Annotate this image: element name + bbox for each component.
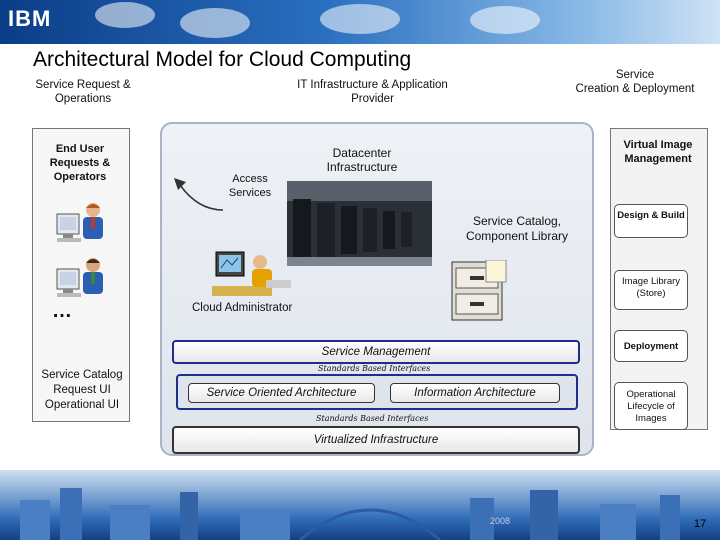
footer-year: 2008 bbox=[490, 516, 511, 526]
service-request-box bbox=[32, 128, 130, 422]
end-user-label: End User Requests & Operators bbox=[49, 143, 111, 183]
header-service-creation: Service Creation & Deployment bbox=[565, 68, 705, 96]
service-catalog-label: Service Catalog, Component Library bbox=[465, 214, 569, 243]
arrow-icon bbox=[174, 178, 224, 211]
header-service-creation-line1: Service bbox=[615, 69, 655, 81]
page-title: Architectural Model for Cloud Computing bbox=[33, 48, 412, 71]
header-service-creation-line2: Creation & Deployment bbox=[575, 83, 695, 95]
filing-cabinet-icon bbox=[450, 259, 510, 322]
standards-interfaces-top: Standards Based Interfaces bbox=[318, 364, 431, 373]
virtualized-infrastructure-bar: Virtualized Infrastructure bbox=[172, 426, 580, 454]
user-computer-icon bbox=[55, 200, 110, 250]
more-users-ellipsis: … bbox=[52, 300, 72, 322]
datacenter-image bbox=[287, 181, 432, 266]
cloud-decoration bbox=[95, 2, 155, 28]
cloud-decoration bbox=[320, 4, 400, 34]
access-services-label: Access Services bbox=[228, 173, 272, 199]
page-number: 17 bbox=[694, 518, 707, 530]
information-architecture-label: Information Architecture bbox=[414, 387, 536, 399]
cloud-administrator-icon bbox=[212, 250, 297, 300]
information-architecture-bar: Information Architecture bbox=[390, 383, 560, 403]
virtualized-infrastructure-label: Virtualized Infrastructure bbox=[313, 434, 439, 446]
standards-interfaces-bottom: Standards Based Interfaces bbox=[316, 414, 429, 423]
user-computer-icon bbox=[55, 255, 110, 305]
ibm-logo: IBM bbox=[8, 6, 52, 31]
design-build-box: Design & Build bbox=[614, 204, 688, 238]
catalog-ui-label: Service Catalog Request UI Operational U… bbox=[41, 369, 123, 411]
virtual-image-management-label: Virtual Image Management bbox=[623, 139, 693, 165]
image-library-box: Image Library (Store) bbox=[614, 270, 688, 310]
service-management-bar: Service Management bbox=[172, 340, 580, 364]
cloud-decoration bbox=[470, 6, 540, 34]
datacenter-label: Datacenter Infrastructure bbox=[326, 146, 398, 174]
soa-bar: Service Oriented Architecture bbox=[188, 383, 375, 403]
soa-label: Service Oriented Architecture bbox=[206, 387, 357, 399]
cloud-decoration bbox=[180, 8, 250, 38]
footer-band bbox=[0, 470, 720, 542]
operational-lifecycle-box: Operational Lifecycle of Images bbox=[614, 382, 688, 430]
cloud-admin-label: Cloud Administrator bbox=[192, 302, 293, 314]
deployment-box: Deployment bbox=[614, 330, 688, 362]
header-it-infrastructure: IT Infrastructure & Application Provider bbox=[297, 79, 448, 105]
header-service-request: Service Request & Operations bbox=[35, 79, 131, 105]
service-management-label: Service Management bbox=[321, 346, 431, 358]
